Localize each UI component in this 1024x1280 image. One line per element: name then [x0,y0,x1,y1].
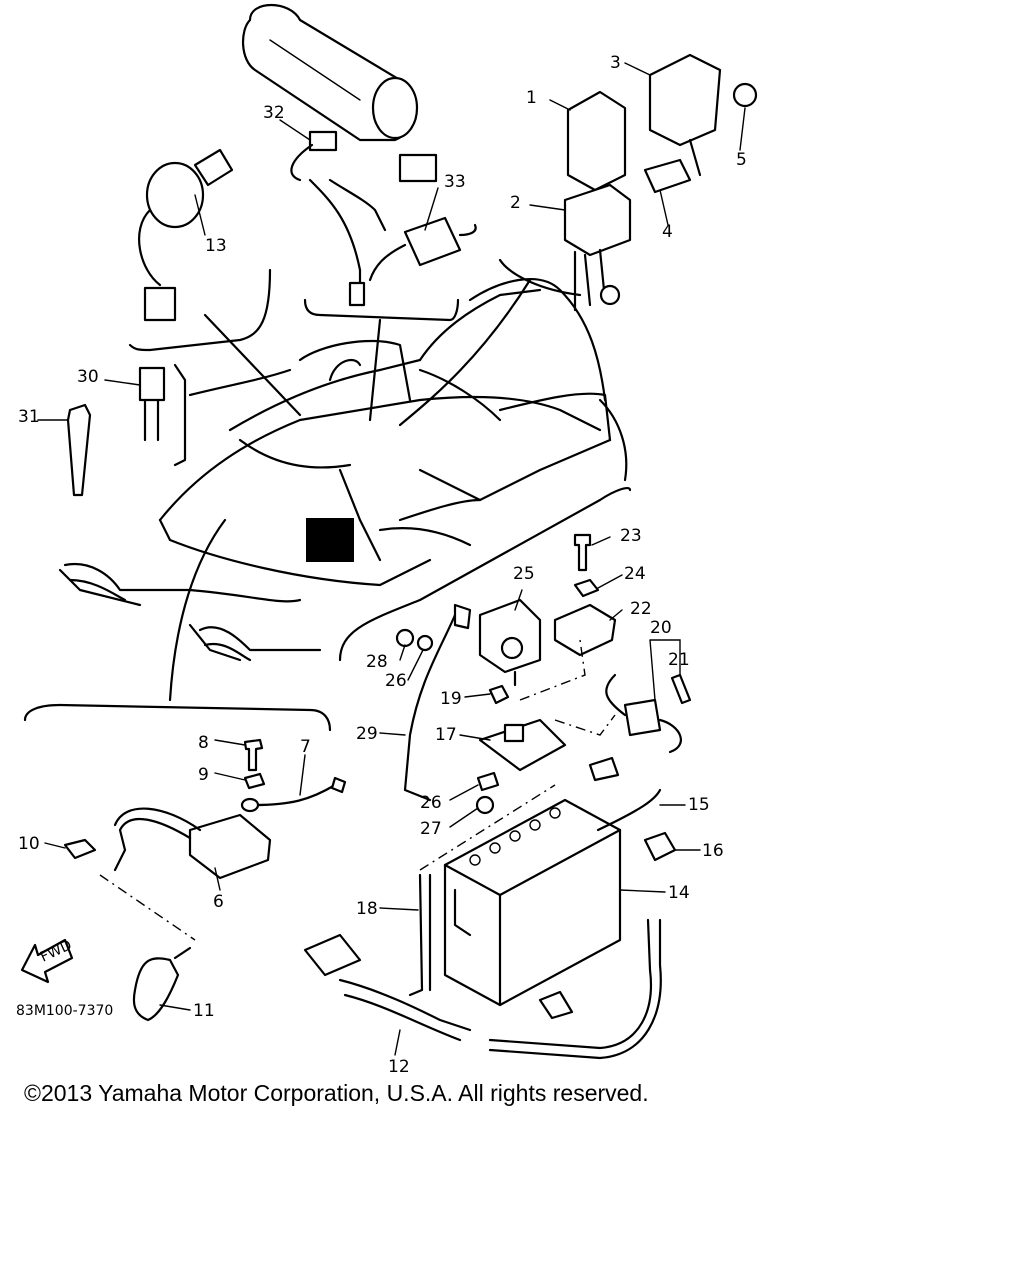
callout-13: 13 [205,236,227,256]
callout-32: 32 [263,103,285,123]
cover-16 [643,831,677,862]
nut-19-26-27 [475,684,510,815]
callout-19: 19 [440,689,462,709]
callout-20: 20 [650,618,672,638]
callout-14: 14 [668,883,690,903]
callout-3: 3 [610,53,621,73]
callout-27: 27 [420,819,442,839]
breather-pipe-18 [408,873,432,997]
callout-6: 6 [213,892,224,912]
callout-24: 24 [624,564,646,584]
wire-harness-12 [303,918,662,1060]
bolt-23-nut-24 [573,533,600,598]
callout-1: 1 [526,88,537,108]
harness-switch-33 [290,130,477,307]
band-31 [66,403,92,497]
plug-cap-11 [132,946,192,1022]
battery-14 [443,788,662,1007]
callout-33: 33 [444,172,466,192]
callout-26b: 26 [420,793,442,813]
callout-5: 5 [736,150,747,170]
battery-cable-29 [395,603,472,802]
callout-15: 15 [688,795,710,815]
snowmobile-body [58,278,628,662]
callout-23: 23 [620,526,642,546]
main-switch-13 [138,148,234,322]
ignition-coil-6 [113,807,272,880]
callout-18: 18 [356,899,378,919]
callout-17: 17 [435,725,457,745]
callout-8: 8 [198,733,209,753]
callout-4: 4 [662,222,673,242]
leader-lines [37,62,746,1056]
holder-17 [478,718,620,782]
callout-21: 21 [668,650,690,670]
callout-11: 11 [193,1001,215,1021]
fwd-arrow-icon: FWD [20,937,74,984]
callout-31: 31 [18,407,40,427]
group-brackets [23,258,632,732]
drawing-code: 83M100-7370 [16,1003,113,1019]
cdi-unit [563,90,632,312]
callout-22: 22 [630,599,652,619]
callout-28: 28 [366,652,388,672]
fuse-box-22 [553,603,617,657]
callout-7: 7 [300,737,311,757]
clamp-10 [63,838,97,860]
callout-labels: 1 2 3 4 5 6 7 8 9 10 11 12 13 14 15 16 1… [16,53,747,1077]
callout-16: 16 [702,841,724,861]
callout-29: 29 [356,724,378,744]
callout-30: 30 [77,367,99,387]
starter-relay-25 [478,598,542,687]
fuse-holder-20 [605,673,692,754]
copyright-notice: ©2013 Yamaha Motor Corporation, U.S.A. A… [24,1080,649,1106]
callout-25: 25 [513,564,535,584]
callout-2: 2 [510,193,521,213]
screw-8-washer-9 [243,738,266,790]
handle-grip [242,3,419,142]
regulator-3 [643,53,758,194]
relay-30 [138,363,187,467]
callout-9: 9 [198,765,209,785]
callout-12: 12 [388,1057,410,1077]
callout-10: 10 [18,834,40,854]
ground-lead-7 [240,776,347,813]
callout-26a: 26 [385,671,407,691]
